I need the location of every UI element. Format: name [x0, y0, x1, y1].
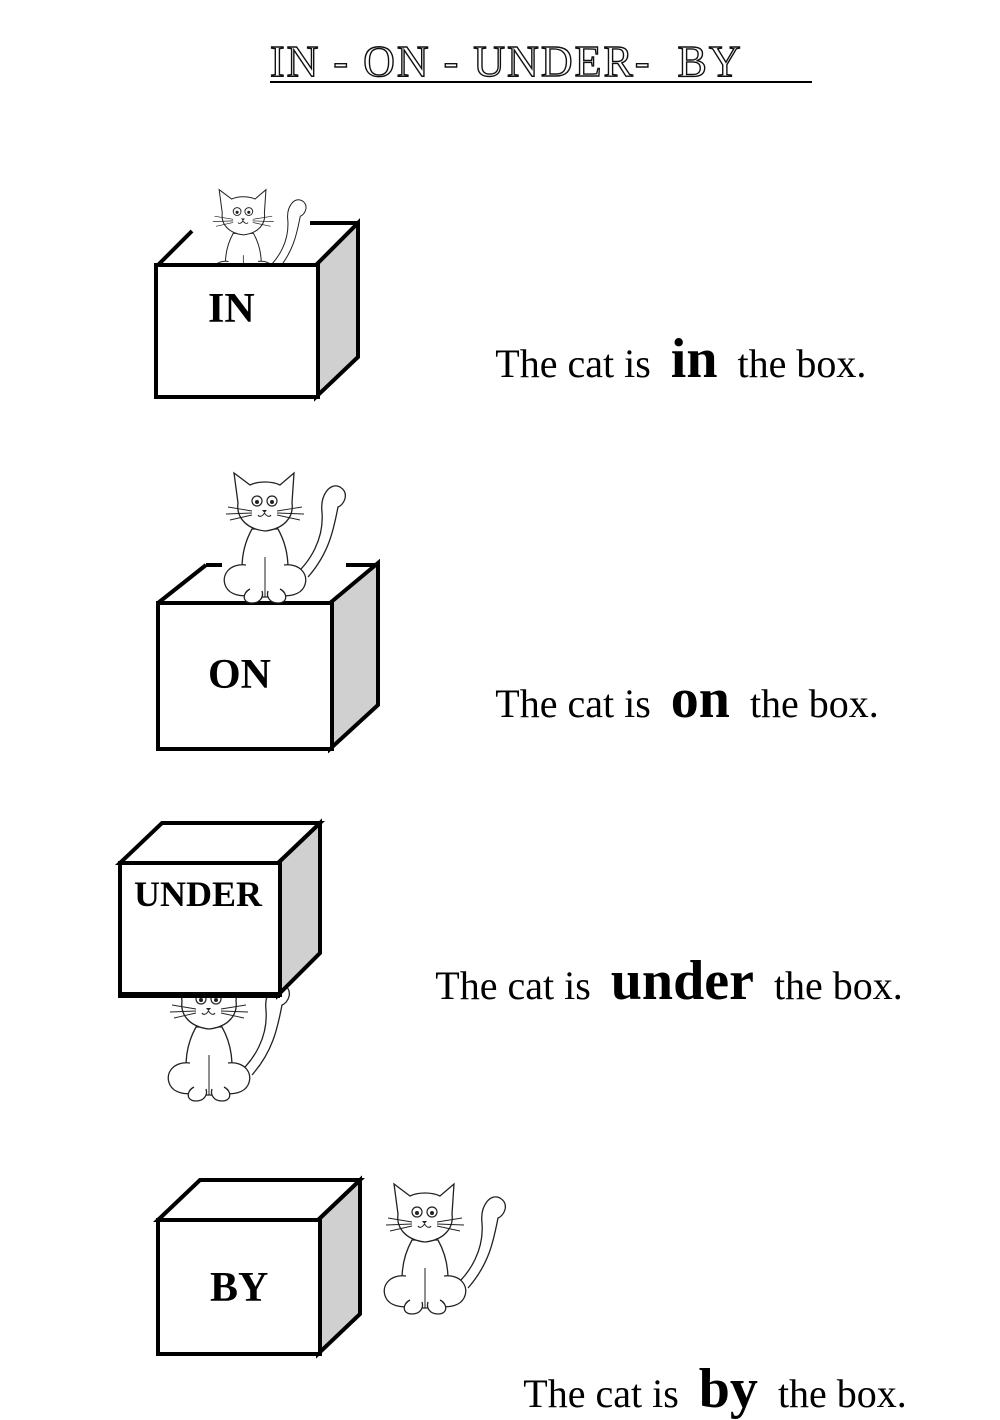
sentence-in: The cat is in the box.: [476, 284, 866, 389]
sentence-suffix: the box.: [773, 963, 903, 1008]
cat-by-box-illustration: [153, 1175, 506, 1359]
box-label-by: BY: [210, 1265, 269, 1311]
sentence-keyword-by: by: [698, 1358, 758, 1420]
title-underline: [270, 81, 812, 83]
sentence-keyword-on: on: [670, 668, 730, 730]
scene-in: IN: [150, 185, 370, 405]
box-label-on: ON: [208, 652, 271, 698]
cat-icon: [223, 472, 346, 604]
sentence-prefix: The cat is: [495, 341, 651, 386]
worksheet-title: IN - ON - UNDER- BY: [269, 37, 743, 86]
scene-by: BY: [150, 1172, 510, 1362]
sentence-by: The cat is by the box.: [504, 1314, 907, 1419]
sentence-suffix: the box.: [777, 1371, 907, 1416]
cat-in-box-illustration: [154, 189, 360, 402]
box-label-in: IN: [208, 286, 255, 332]
box-label-under: UNDER: [134, 874, 263, 914]
sentence-prefix: The cat is: [523, 1371, 679, 1416]
scene-under: UNDER: [112, 815, 342, 1105]
sentence-under: The cat is under the box.: [416, 906, 903, 1011]
sentence-keyword-in: in: [670, 328, 718, 390]
sentence-suffix: the box.: [737, 341, 867, 386]
sentence-suffix: the box.: [749, 681, 879, 726]
cat-on-box-illustration: [156, 472, 380, 754]
sentence-on: The cat is on the box.: [476, 624, 879, 729]
sentence-keyword-under: under: [610, 950, 754, 1012]
scene-on: ON: [150, 465, 390, 755]
sentence-prefix: The cat is: [495, 681, 651, 726]
cat-icon: [383, 1183, 506, 1315]
sentence-prefix: The cat is: [435, 963, 591, 1008]
cat-under-box-illustration: [115, 818, 325, 1102]
